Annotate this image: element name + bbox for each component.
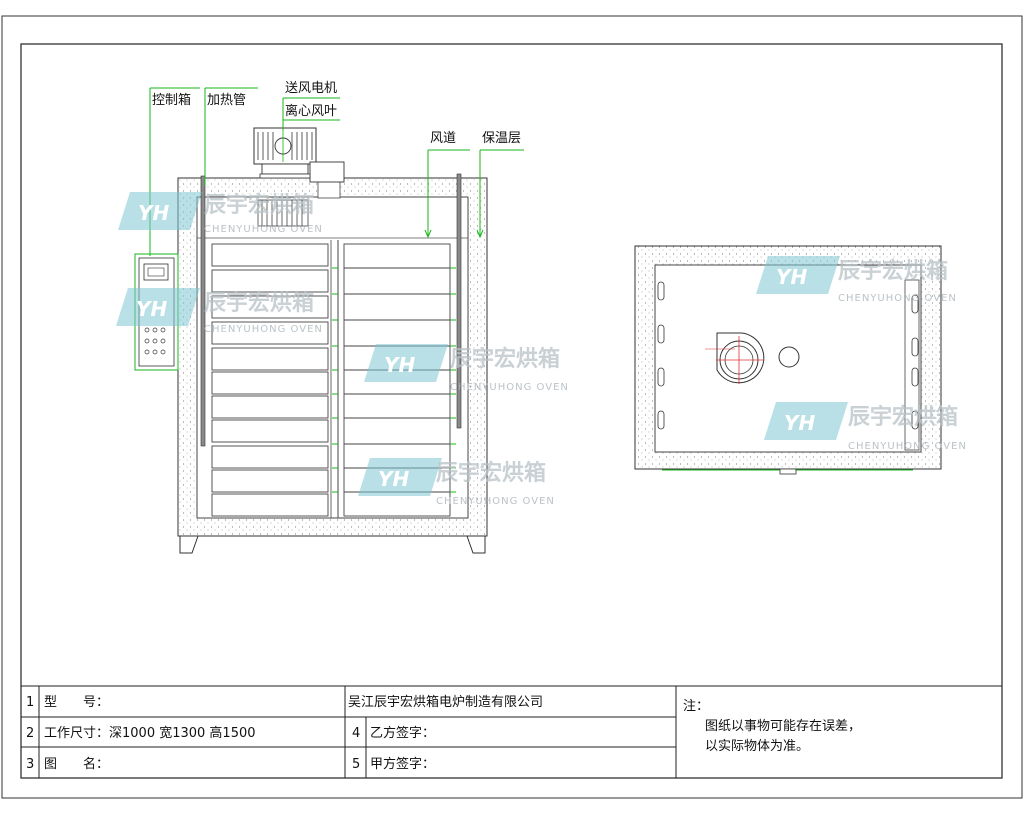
row-num-3: 3 xyxy=(26,757,34,772)
svg-text:CHENYUHONG OVEN: CHENYUHONG OVEN xyxy=(848,441,967,452)
right-leg xyxy=(466,535,486,554)
watermark: YH 辰宇宏烘箱 CHENYUHONG OVEN xyxy=(358,458,555,507)
leader-lines xyxy=(149,87,524,256)
svg-text:CHENYUHONG OVEN: CHENYUHONG OVEN xyxy=(838,293,957,304)
top-duct xyxy=(317,179,341,199)
svg-text:YH: YH xyxy=(378,467,409,491)
svg-text:YH: YH xyxy=(776,265,807,289)
label-heating-tube: 加热管 xyxy=(207,93,246,108)
svg-text:YH: YH xyxy=(138,201,169,225)
party-a-signature: 甲方签字： xyxy=(370,756,435,772)
party-b-signature: 乙方签字： xyxy=(370,725,435,741)
label-control-box: 控制箱 xyxy=(152,92,191,108)
blower-motor xyxy=(253,127,345,183)
row-num-1: 1 xyxy=(26,695,34,710)
left-leg xyxy=(179,535,199,554)
svg-text:CHENYUHONG OVEN: CHENYUHONG OVEN xyxy=(204,224,323,235)
model-field: 型 号： xyxy=(44,695,109,710)
centrifugal-fan xyxy=(257,199,309,227)
label-blower-motor: 送风电机 xyxy=(285,81,337,96)
left-shelves xyxy=(211,243,329,517)
inner-frame xyxy=(20,43,1003,779)
svg-text:辰宇宏烘箱: 辰宇宏烘箱 xyxy=(838,258,948,284)
working-size-field: 工作尺寸：深1000 宽1300 高1500 xyxy=(44,725,256,741)
drawing-name-field: 图 名： xyxy=(44,756,109,772)
row-num-5: 5 xyxy=(352,757,360,772)
right-heating-tube xyxy=(456,173,462,429)
row-num-4: 4 xyxy=(352,726,360,741)
svg-text:辰宇宏烘箱: 辰宇宏烘箱 xyxy=(848,404,958,430)
watermark: YH 辰宇宏烘箱 CHENYUHONG OVEN xyxy=(118,192,323,235)
svg-text:辰宇宏烘箱: 辰宇宏烘箱 xyxy=(204,192,314,218)
watermark: YH 辰宇宏烘箱 CHENYUHONG OVEN xyxy=(756,256,957,304)
side-slots xyxy=(657,281,919,430)
note-line-2: 以实际物体为准。 xyxy=(705,739,809,754)
svg-text:CHENYUHONG OVEN: CHENYUHONG OVEN xyxy=(204,324,323,335)
label-insulation: 保温层 xyxy=(482,131,521,146)
svg-text:YH: YH xyxy=(784,411,815,435)
watermark: YH 辰宇宏烘箱 CHENYUHONG OVEN xyxy=(764,402,967,452)
svg-text:辰宇宏烘箱: 辰宇宏烘箱 xyxy=(436,460,546,486)
svg-text:YH: YH xyxy=(136,297,167,321)
title-block xyxy=(21,685,1002,778)
outer-frame xyxy=(1,15,1023,799)
control-display xyxy=(143,263,169,281)
fan-housing xyxy=(705,332,800,384)
note-line-1: 图纸以事物可能存在误差， xyxy=(705,719,861,734)
left-heating-tube xyxy=(200,175,206,447)
motor-port-circle xyxy=(778,346,800,368)
svg-text:YH: YH xyxy=(384,353,415,377)
svg-text:辰宇宏烘箱: 辰宇宏烘箱 xyxy=(450,346,560,372)
note-title: 注： xyxy=(683,699,709,714)
watermark: YH 辰宇宏烘箱 CHENYUHONG OVEN xyxy=(116,288,323,335)
row-num-2: 2 xyxy=(26,726,34,741)
control-buttons xyxy=(144,327,166,355)
svg-text:CHENYUHONG OVEN: CHENYUHONG OVEN xyxy=(436,496,555,507)
label-air-duct: 风道 xyxy=(430,131,456,146)
watermark: YH 辰宇宏烘箱 CHENYUHONG OVEN xyxy=(364,344,569,393)
label-centrifugal-fan: 离心风叶 xyxy=(285,103,337,119)
company-name: 吴江辰宇宏烘箱电炉制造有限公司 xyxy=(348,694,543,710)
svg-text:辰宇宏烘箱: 辰宇宏烘箱 xyxy=(204,290,314,316)
svg-text:CHENYUHONG OVEN: CHENYUHONG OVEN xyxy=(450,382,569,393)
